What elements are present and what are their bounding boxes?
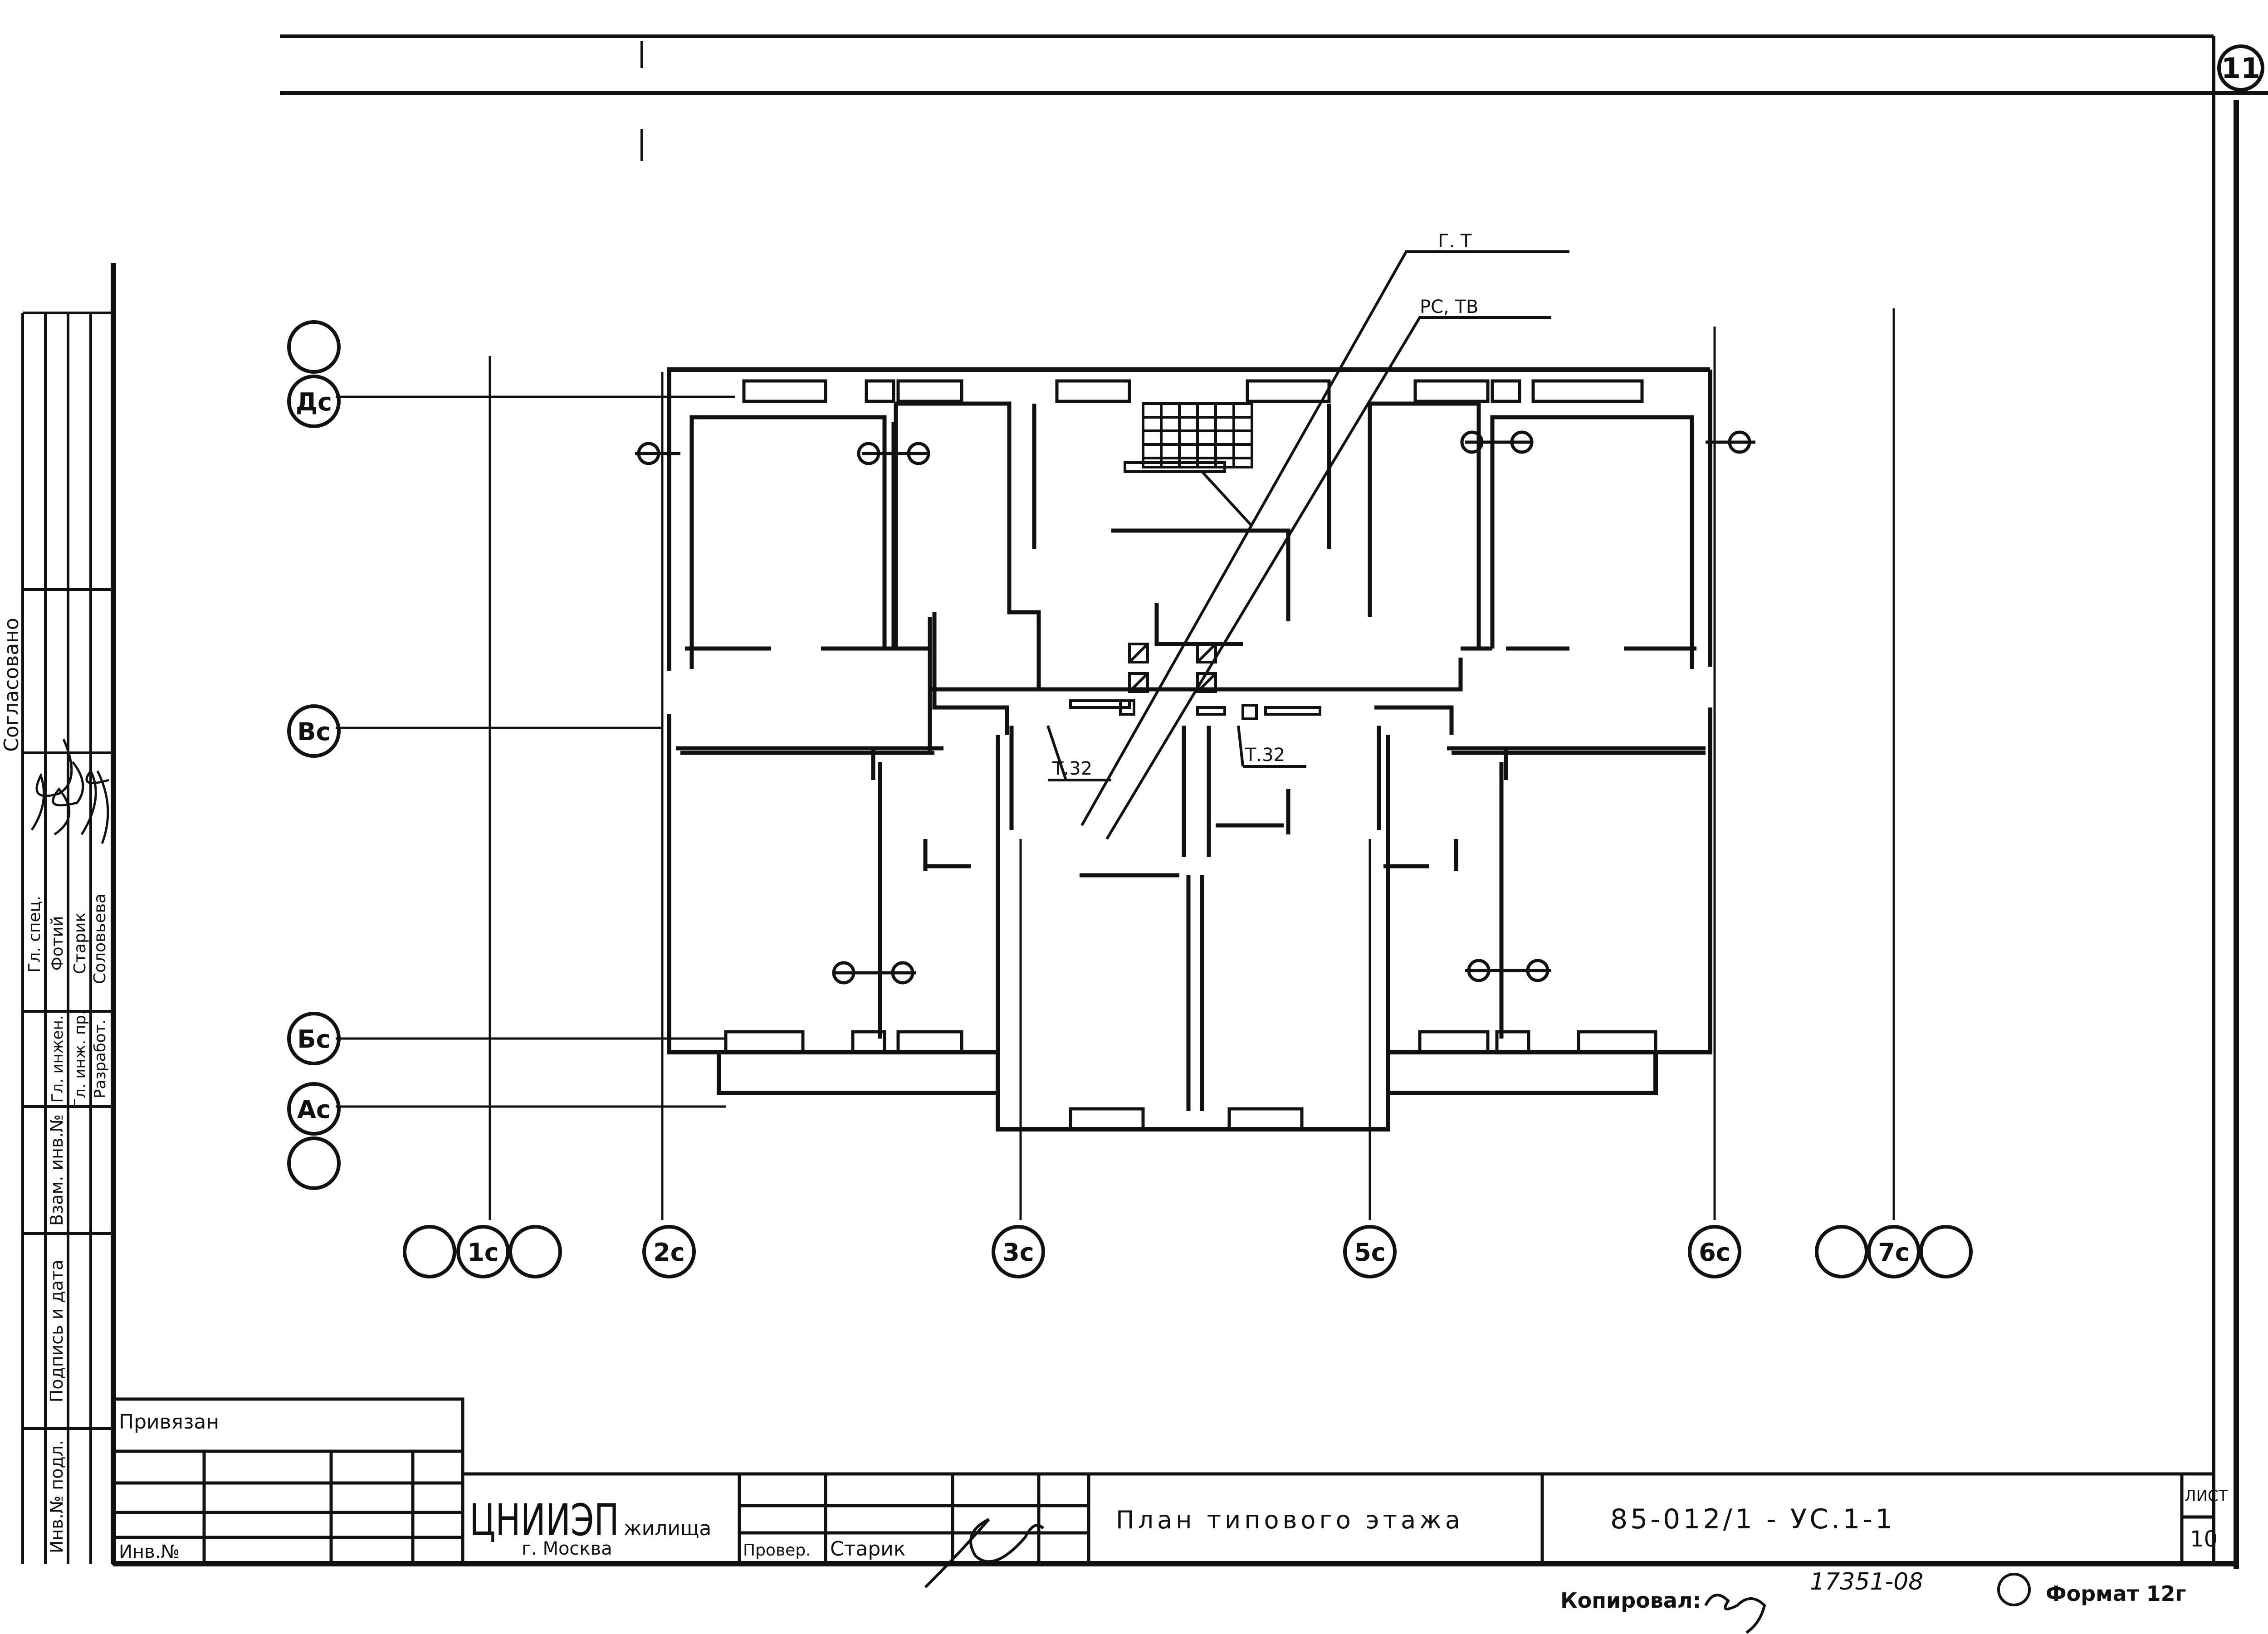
sheet-frame [111, 34, 2268, 1569]
side-stamp-name-2: Старик [71, 912, 89, 974]
copied-label: Копировал: [1560, 1588, 1701, 1613]
checked-label: Провер. [743, 1541, 811, 1560]
label-rs-tv: РС, ТВ [1420, 297, 1478, 317]
side-stamp-col-inv-orig: Инв.№ подл. [47, 1440, 67, 1553]
side-stamp-agreed: Согласовано [0, 618, 23, 752]
valve-symbol [832, 961, 916, 985]
svg-text:Вс: Вс [297, 717, 330, 746]
side-stamp-role-1: Гл. инжен. [49, 1015, 67, 1103]
floor-plan: Г. Т РС, ТВ Т.32 Т.32 Дс Вс Бс Ас 1с 2с … [287, 231, 1973, 1278]
organization-block: ЦНИИЭП жилища г. Москва [469, 1495, 711, 1559]
organization-city: г. Москва [522, 1538, 612, 1559]
row-axis-bubbles [287, 320, 341, 1190]
inv-label: Инв.№ [119, 1541, 180, 1562]
svg-text:5с: 5с [1354, 1238, 1386, 1267]
valve-symbol [1460, 430, 1534, 454]
svg-text:6с: 6с [1699, 1238, 1730, 1267]
sheet-number: 10 [2190, 1527, 2218, 1552]
title-block: Привязан Инв.№ ЦНИИЭП жилища г. Москва П… [112, 1397, 2228, 1589]
format-label: Формат 12г [2046, 1581, 2186, 1606]
axis-bubble-row-d: Дс [287, 375, 341, 428]
svg-text:Дс: Дс [296, 388, 332, 416]
side-stamp-name-1: Фотий [48, 916, 67, 971]
leader-lines [1046, 250, 1569, 840]
side-stamp: Согласовано Гл. спец. Гл. инжен. Фотий Г… [0, 312, 113, 1564]
copied-number: 17351-08 [1810, 1568, 1923, 1595]
sheet-title: План типового этажа [1116, 1506, 1464, 1534]
side-stamp-role-2: Гл. инж. пр. [71, 1010, 89, 1107]
organization-suffix: жилища [624, 1517, 711, 1540]
valve-symbol [1465, 959, 1551, 982]
copied-marker [1997, 1573, 2031, 1606]
side-stamp-col-replace-inv: Взам. инв.№ [47, 1114, 67, 1226]
axis-bubble-col-6: 6с [1688, 1225, 1741, 1278]
svg-text:1с: 1с [467, 1238, 499, 1267]
valve-symbol [635, 442, 680, 465]
axis-bubble-col-7: 7с [1867, 1225, 1921, 1278]
page-number-badge: 11 [2217, 44, 2264, 92]
page-number: 11 [2221, 52, 2260, 85]
interior-walls [676, 401, 1706, 1111]
side-stamp-header-fragment: Гл. спец. [25, 896, 44, 972]
riser-fixtures [1069, 643, 1321, 720]
svg-text:Ас: Ас [297, 1095, 331, 1124]
axis-bubble-row-v: Вс [287, 704, 341, 758]
copier-signature [1704, 1594, 1766, 1634]
label-gt: Г. Т [1438, 231, 1472, 252]
axis-lines [336, 308, 1895, 1220]
side-stamp-role-3: Разработ. [91, 1019, 109, 1098]
stair [1124, 402, 1253, 527]
axis-bubble-col-1: 1с [456, 1225, 510, 1278]
valve-symbols [635, 430, 1755, 985]
valve-symbol [1706, 430, 1755, 454]
valve-symbol [857, 442, 930, 465]
svg-text:7с: 7с [1878, 1238, 1910, 1267]
side-stamp-col-sign-date: Подпись и дата [47, 1260, 67, 1403]
axis-bubble-row-b: Бс [287, 1012, 341, 1065]
label-t32-right: Т.32 [1245, 745, 1285, 766]
column-axis-bubbles-empty [403, 1225, 1973, 1278]
organization-name: ЦНИИЭП [469, 1495, 619, 1546]
checker-signature [924, 1518, 1045, 1589]
svg-text:Бс: Бс [297, 1025, 330, 1054]
side-stamp-signatures [30, 738, 109, 844]
axis-bubble-col-3: 3с [992, 1225, 1045, 1278]
drawing-code: 85-012/1 - УС.1-1 [1610, 1503, 1895, 1535]
label-t32-left: Т.32 [1052, 758, 1092, 779]
checked-name: Старик [830, 1537, 905, 1561]
windows [724, 379, 1657, 1131]
attached-label: Привязан [119, 1410, 219, 1434]
side-stamp-name-3: Соловьева [91, 893, 109, 984]
axis-bubble-row-a: Ас [287, 1082, 341, 1136]
sheet-label: ЛИСТ [2185, 1487, 2228, 1505]
axis-bubble-col-5: 5с [1343, 1225, 1397, 1278]
svg-text:3с: 3с [1002, 1238, 1034, 1267]
axis-bubble-col-2: 2с [642, 1225, 696, 1278]
bottom-strip: Копировал: 17351-08 Формат 12г [1560, 1568, 2186, 1634]
svg-text:2с: 2с [653, 1238, 685, 1267]
